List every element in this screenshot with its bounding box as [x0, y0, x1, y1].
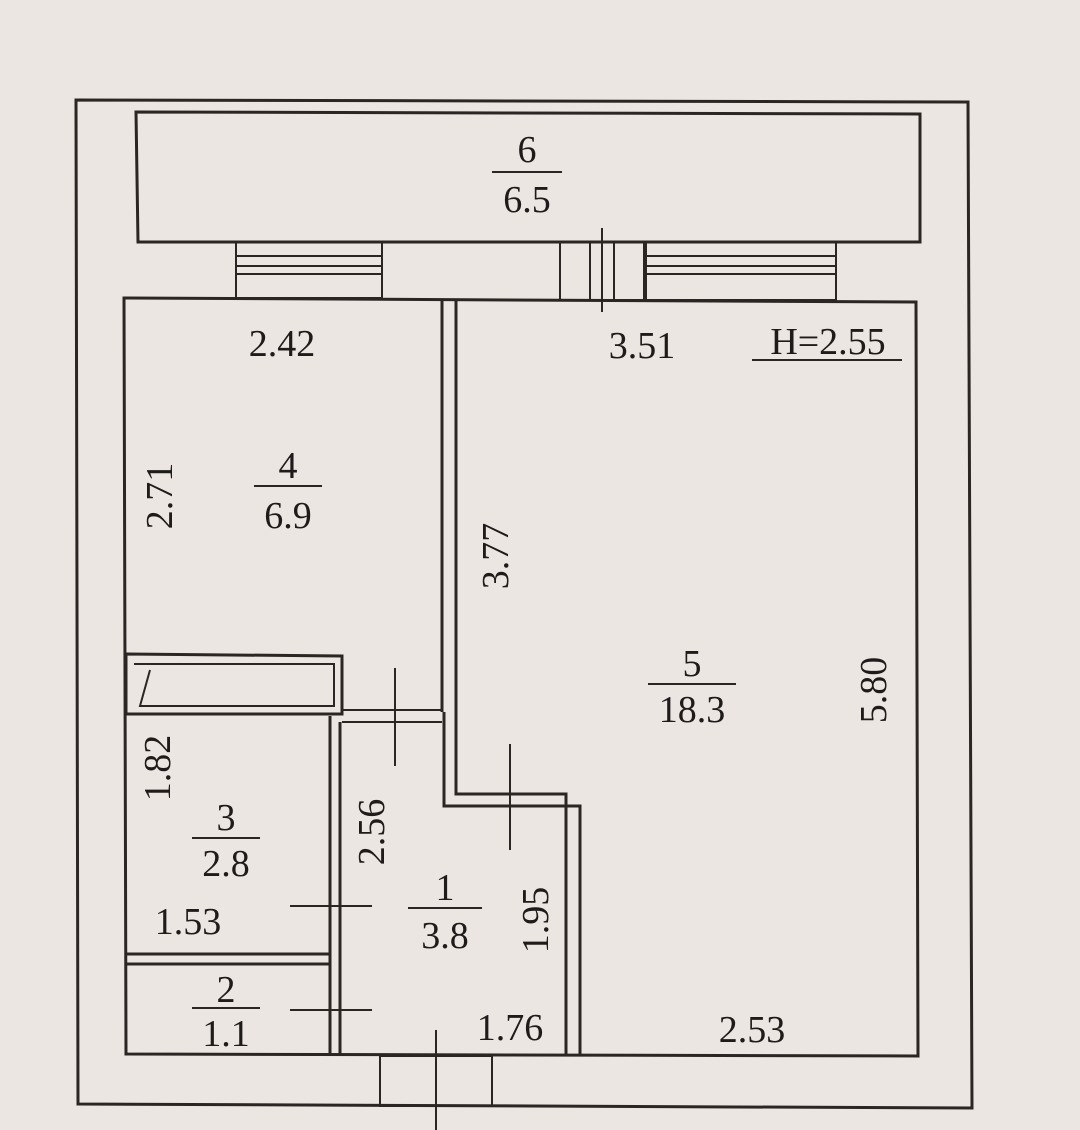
dim-room5-inner-wall: 3.77 — [475, 523, 517, 590]
window-left — [235, 241, 383, 299]
dim-hall-lower: 1.95 — [515, 887, 557, 954]
dim-room4-length: 2.71 — [139, 463, 181, 530]
dimension-ticks — [290, 668, 511, 1130]
wardrobe-inner — [134, 663, 335, 707]
room-6-area: 6.5 — [503, 179, 551, 221]
dim-room3-width: 1.53 — [155, 901, 222, 943]
room-1-area: 3.8 — [421, 915, 469, 957]
room-5-number: 5 — [683, 643, 702, 685]
dim-room5-length: 5.80 — [853, 657, 895, 724]
wardrobe — [124, 652, 344, 716]
room-3-area: 2.8 — [202, 843, 250, 885]
room-2-area: 1.1 — [202, 1013, 250, 1055]
entrance-door — [379, 1055, 493, 1107]
room-2-number: 2 — [217, 969, 236, 1011]
bath-wc-divider — [126, 952, 330, 966]
ceiling-height: H=2.55 — [770, 321, 885, 363]
room-4-area: 6.9 — [264, 495, 312, 537]
dim-hall-length: 2.56 — [351, 799, 393, 866]
dim-room3-length: 1.82 — [137, 735, 179, 802]
bath-wall — [328, 716, 342, 1054]
dim-room5-bottom-width: 2.53 — [719, 1009, 786, 1051]
window-right — [645, 241, 837, 301]
outer-wall — [74, 98, 974, 1110]
room-3-number: 3 — [217, 797, 236, 839]
fraction-bars — [192, 171, 736, 1009]
apartment-outline — [122, 296, 920, 1058]
room-4-number: 4 — [279, 445, 298, 487]
dim-room5-top-width: 3.51 — [609, 325, 676, 367]
dim-room4-width: 2.42 — [249, 323, 316, 365]
room-6-number: 6 — [518, 129, 537, 171]
dim-hall-width: 1.76 — [477, 1007, 544, 1049]
room-5-area: 18.3 — [659, 689, 726, 731]
room-1-number: 1 — [436, 867, 455, 909]
balcony-outline — [134, 110, 922, 244]
